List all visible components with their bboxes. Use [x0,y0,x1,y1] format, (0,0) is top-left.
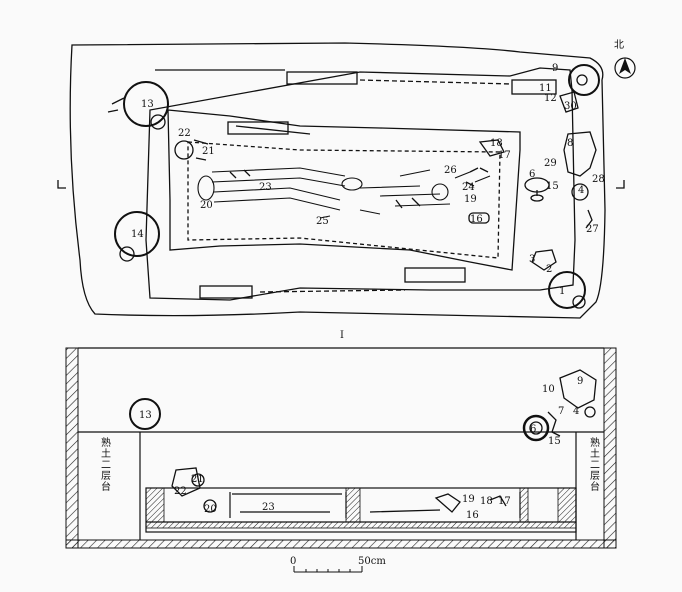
section-label-22: 22 [174,486,187,497]
section-label-17: 17 [498,496,511,507]
coffin-chamber [167,109,521,271]
coffin-end-left [145,487,165,523]
plan-label-21: 21 [202,146,215,157]
coffin-end-right [557,487,577,523]
section-label-19: 19 [462,494,475,505]
right-platform-label: 熟土二层台 [590,436,600,493]
section-label-10: 10 [542,384,555,395]
section-view [65,347,617,549]
section-label-9: 9 [577,376,583,387]
skeleton [197,167,491,219]
plan-label-12: 12 [544,93,557,104]
section-label-6: 6 [530,424,536,435]
scale-bar [293,566,363,573]
vessel-10 [568,64,600,96]
plan-label-19: 19 [464,194,477,205]
vessel-13 [107,81,169,130]
coffin-board [345,487,361,523]
north-arrow: 北 [614,39,636,79]
plan-label-30: 30 [564,101,577,112]
plan-label-27: 27 [586,224,599,235]
section-label-18: 18 [480,496,493,507]
plan-label-9: 9 [552,63,558,74]
section-floor [65,539,617,549]
vessel-3-2 [531,249,557,271]
section-label-15: 15 [548,436,561,447]
section-vessel-cluster [559,369,597,409]
coffin-inner-line [187,141,501,259]
plan-label-3: 3 [529,254,535,265]
section-wall-right [603,347,617,549]
plank-fragment [404,267,466,283]
section-label-21: 21 [191,474,204,485]
plan-view [57,42,625,319]
section-wall-left [65,347,79,549]
scale-end-label: 50cm [358,556,386,567]
plan-label-16: 16 [470,214,483,225]
plan-label-6: 6 [529,169,535,180]
pit-outline [69,42,606,319]
vessel-1 [548,271,586,309]
scale-start-label: 0 [290,556,296,567]
coffin-floor-board [145,521,577,529]
vessel-cluster-east [559,91,597,229]
plan-label-29: 29 [544,158,557,169]
plank-fragment [199,285,253,299]
section-vessel-6 [522,414,550,442]
section-fragment-19 [434,493,461,513]
vessel-14 [114,211,160,262]
plan-label-2: 2 [546,264,552,275]
left-platform-label: 熟土二层台 [101,436,111,493]
plan-label-24: 24 [462,182,475,193]
plan-labels: 1314222123202526181762419162915842827911… [131,63,605,297]
section-label-7: 7 [558,406,564,417]
section-marker: I [340,330,344,341]
right-platform-text: 熟土二层台 [590,436,600,493]
plan-label-20: 20 [200,200,213,211]
plan-label-18: 18 [490,138,503,149]
plan-label-23: 23 [259,182,272,193]
platform-outer [145,67,576,301]
section-vessel-20 [203,499,217,513]
plan-label-11: 11 [539,83,552,94]
plank-fragment [227,121,289,135]
plank-fragment [511,79,557,95]
vessel-6 [524,177,550,202]
registration-mark [616,180,625,189]
plan-label-22: 22 [178,128,191,139]
section-label-20: 20 [204,504,217,515]
plan-label-17: 17 [498,150,511,161]
plan-label-28: 28 [592,174,605,185]
section-label-13: 13 [139,410,152,421]
section-label-23: 23 [262,502,275,513]
north-arrow-icon [619,58,631,74]
north-label: 北 [614,39,624,51]
scattered-fragments [229,139,505,224]
plan-label-25: 25 [316,216,329,227]
section-vessel-13 [129,398,161,430]
plan-label-14: 14 [131,229,144,240]
vessel-22-21 [174,139,209,161]
plank-fragment [286,71,358,85]
section-label-4: 4 [573,406,579,417]
left-platform-text: 熟土二层台 [101,436,111,493]
plan-label-26: 26 [444,165,457,176]
plan-label-4: 4 [578,185,584,196]
plan-label-8: 8 [567,138,573,149]
plan-label-13: 13 [141,99,154,110]
section-label-16: 16 [466,510,479,521]
section-vessel-21 [171,467,201,497]
registration-mark [57,180,66,189]
plan-label-15: 15 [546,181,559,192]
coffin-board [519,487,529,523]
plan-label-1: 1 [559,286,565,297]
